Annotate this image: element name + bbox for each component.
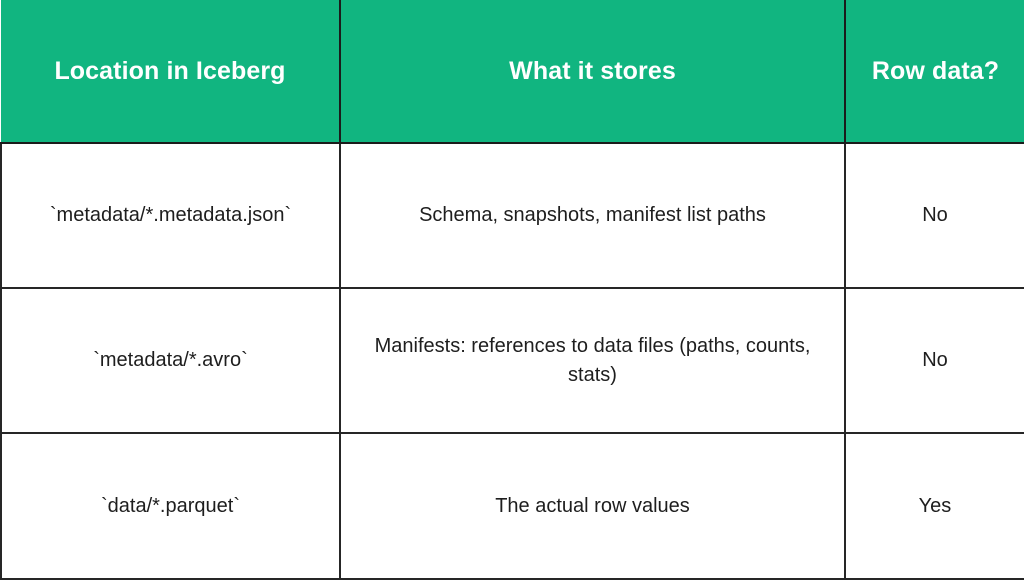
column-header-rowdata: Row data? <box>844 0 1024 144</box>
cell-location-text: `metadata/*.metadata.json` <box>49 204 292 226</box>
table-header: Location in Iceberg What it stores Row d… <box>1 0 1024 144</box>
cell-location: `metadata/*.metadata.json` <box>0 143 341 289</box>
column-header-location: Location in Iceberg <box>1 0 341 144</box>
cell-location-text: `data/*.parquet` <box>101 494 240 517</box>
table-header-row: Location in Iceberg What it stores Row d… <box>1 0 1024 144</box>
table-row: `metadata/*.metadata.json` Schema, snaps… <box>0 143 1024 289</box>
cell-stores-text: The actual row values <box>495 494 690 517</box>
column-header-stores: What it stores <box>339 0 846 144</box>
table-row: `metadata/*.avro` Manifests: references … <box>0 288 1024 434</box>
cell-rowdata-text: No <box>922 204 948 226</box>
cell-rowdata-text: No <box>922 349 948 371</box>
table-body: `metadata/*.metadata.json` Schema, snaps… <box>0 143 1024 580</box>
cell-stores: Schema, snapshots, manifest list paths <box>339 143 846 289</box>
cell-stores-text: Manifests: references to data files (pat… <box>374 334 811 386</box>
cell-rowdata-text: Yes <box>918 494 952 517</box>
cell-stores-text: Schema, snapshots, manifest list paths <box>419 204 766 226</box>
cell-rowdata: No <box>844 288 1024 434</box>
column-header-stores-label: What it stores <box>509 56 676 85</box>
cell-stores: The actual row values <box>339 433 846 580</box>
cell-location: `metadata/*.avro` <box>0 288 341 434</box>
cell-rowdata: Yes <box>844 433 1024 580</box>
cell-rowdata: No <box>844 143 1024 289</box>
column-header-rowdata-label: Row data? <box>871 56 1000 85</box>
cell-location: `data/*.parquet` <box>0 433 341 580</box>
table-row: `data/*.parquet` The actual row values Y… <box>0 433 1024 580</box>
cell-location-text: `metadata/*.avro` <box>93 349 248 371</box>
cell-stores: Manifests: references to data files (pat… <box>339 288 846 434</box>
column-header-location-label: Location in Iceberg <box>54 56 286 85</box>
